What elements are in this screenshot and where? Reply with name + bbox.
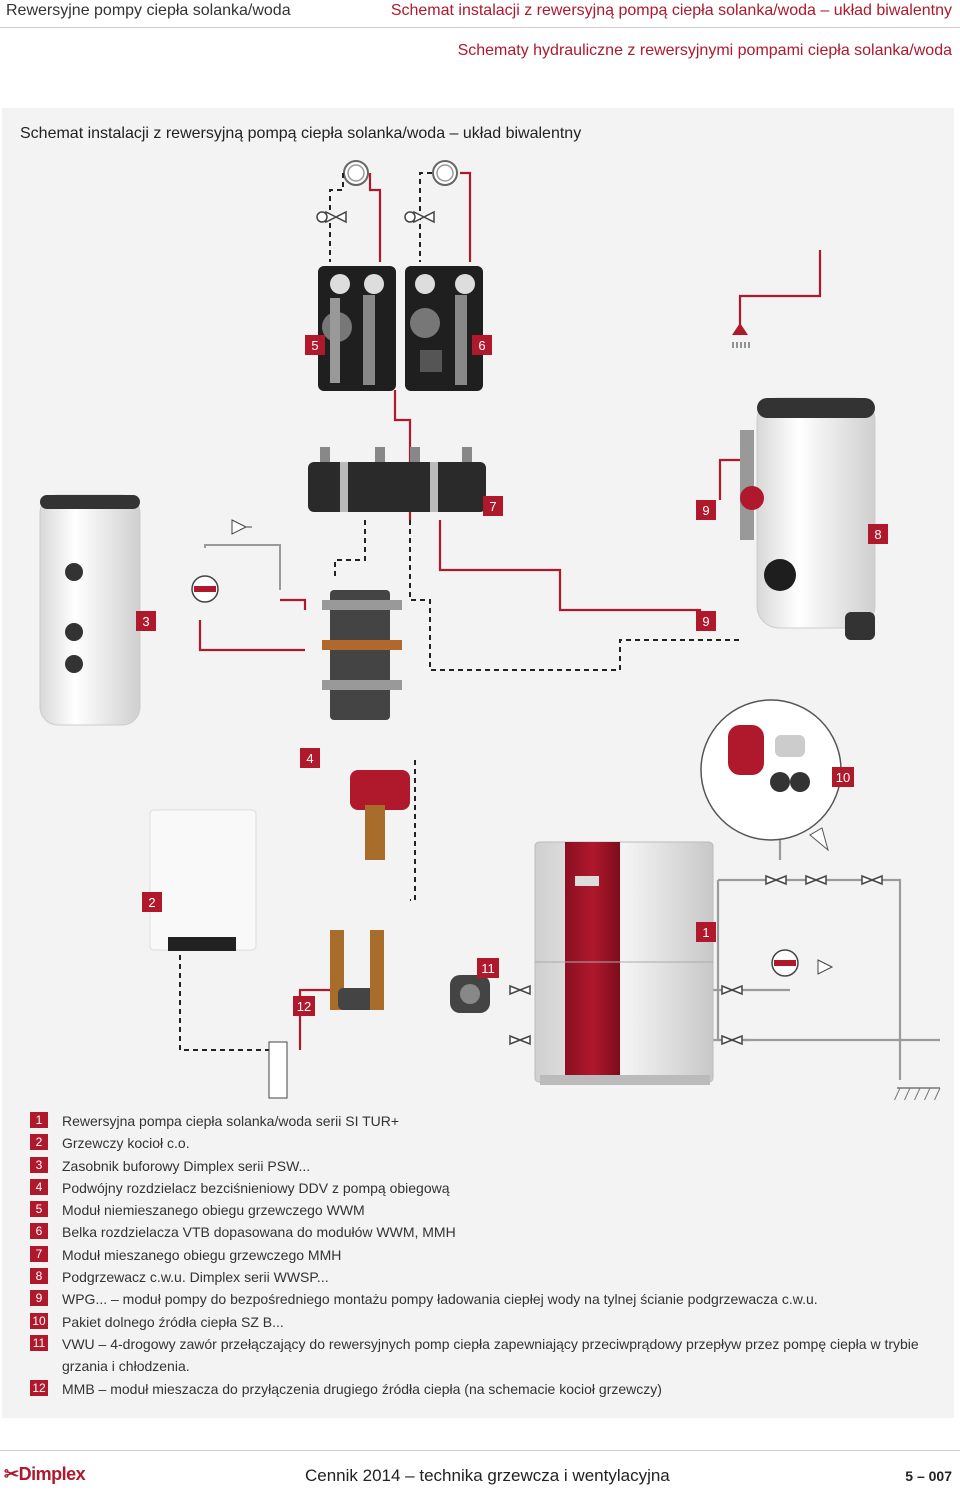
header-page-title: Schemat instalacji z rewersyjną pompą ci… xyxy=(390,2,952,19)
legend-item: 12 MMB – moduł mieszacza do przyłączenia … xyxy=(30,1378,930,1400)
diagram-title: Schemat instalacji z rewersyjną pompą ci… xyxy=(20,125,582,142)
legend-text: Pakiet dolnego źródła ciepła SZ B... xyxy=(62,1313,284,1330)
buffer-tank-psw xyxy=(39,494,141,726)
legend-text: MMB – moduł mieszacza do przyłączenia dr… xyxy=(62,1380,662,1397)
legend-text: VWU – 4-drogowy zawór przełączający do r… xyxy=(62,1335,919,1374)
tag-5-label: 5 xyxy=(311,338,318,353)
supply-pipes xyxy=(198,171,822,1050)
header-divider xyxy=(0,27,960,28)
shutoff-valve-icons xyxy=(316,210,435,224)
legend-text: Moduł mieszanego obiegu grzewczego MMH xyxy=(62,1246,342,1263)
legend-number: 4 xyxy=(30,1178,48,1195)
tag-7-label: 7 xyxy=(489,499,496,514)
legend-number: 1 xyxy=(30,1112,48,1128)
tag-12-label: 12 xyxy=(297,999,311,1014)
header-section-title: Rewersyjne pompy ciepła solanka/woda xyxy=(6,2,291,19)
flow-switch xyxy=(268,1041,288,1099)
header-subtitle: Schematy hydrauliczne z rewersyjnymi pom… xyxy=(457,42,952,59)
dhw-tank-wwsp xyxy=(740,397,876,640)
legend-item: 9 WPG... – moduł pompy do bezpośredniego … xyxy=(30,1288,930,1310)
tag-9a xyxy=(696,500,716,520)
legend-number: 6 xyxy=(30,1223,48,1240)
tag-2 xyxy=(142,892,162,912)
legend-number: 2 xyxy=(30,1134,48,1151)
tag-9a-label: 9 xyxy=(702,503,709,518)
heating-circuit-symbols xyxy=(343,160,458,186)
return-pipes xyxy=(179,172,740,1051)
tag-4 xyxy=(300,748,320,768)
mixer-module-mmb xyxy=(330,930,384,1010)
logo-mark-icon: ✂ xyxy=(4,1464,19,1484)
tag-3-label: 3 xyxy=(142,614,149,629)
legend-text: Belka rozdzielacza VTB dopasowana do mod… xyxy=(62,1224,456,1241)
heat-pump-si-tur xyxy=(534,841,714,1085)
legend-text: WPG... – moduł pompy do bezpośredniego m… xyxy=(62,1291,818,1308)
tag-8 xyxy=(868,524,888,544)
legend-item: 10 Pakiet dolnego źródła ciepła SZ B... xyxy=(30,1311,930,1333)
tag-9b-label: 9 xyxy=(702,614,709,629)
legend-number: 7 xyxy=(30,1245,48,1262)
legend-text: Podgrzewacz c.w.u. Dimplex serii WWSP... xyxy=(62,1269,329,1286)
heating-module-mmh xyxy=(405,266,483,391)
legend-text: Rewersyjna pompa ciepła solanka/woda ser… xyxy=(62,1113,400,1129)
tag-10-label: 10 xyxy=(836,770,850,785)
tag-12 xyxy=(293,996,315,1016)
legend-text: Grzewczy kocioł c.o. xyxy=(62,1135,190,1152)
legend-text: Zasobnik buforowy Dimplex serii PSW... xyxy=(62,1157,311,1174)
tag-11-label: 11 xyxy=(481,961,495,976)
legend: 1 Rewersyjna pompa ciepła solanka/woda se… xyxy=(30,1110,930,1400)
page-number: 5 – 007 xyxy=(905,1468,952,1484)
legend-item: 3 Zasobnik buforowy Dimplex serii PSW... xyxy=(30,1155,930,1177)
tag-3 xyxy=(136,611,156,631)
footer-divider xyxy=(0,1450,960,1451)
legend-text: Podwójny rozdzielacz bezciśnieniowy DDV … xyxy=(62,1179,450,1196)
diagram-number-tags: 5 6 7 9 8 3 9 4 10 2 1 11 12 xyxy=(136,335,888,1016)
safety-line xyxy=(204,544,281,590)
tag-5 xyxy=(305,335,325,355)
tag-8-label: 8 xyxy=(874,527,881,542)
legend-number: 10 xyxy=(30,1312,48,1329)
legend-number: 8 xyxy=(30,1268,48,1285)
tag-11 xyxy=(477,958,499,978)
tag-6-label: 6 xyxy=(478,338,485,353)
tag-1-label: 1 xyxy=(702,925,709,940)
tag-2-label: 2 xyxy=(148,895,155,910)
legend-number: 12 xyxy=(30,1379,48,1396)
dimplex-logo: ✂Dimplex xyxy=(4,1464,86,1485)
logo-text: Dimplex xyxy=(18,1464,86,1484)
gas-boiler xyxy=(149,809,257,951)
legend-text: Moduł niemieszanego obiegu grzewczego WW… xyxy=(62,1202,365,1219)
legend-number: 3 xyxy=(30,1156,48,1173)
brine-valve-icons xyxy=(509,874,883,1046)
expansion-vessel-icons xyxy=(191,519,834,977)
tag-7 xyxy=(483,496,503,516)
heating-module-wwm xyxy=(318,266,396,391)
four-way-valve-vwu xyxy=(450,975,490,1013)
legend-number: 9 xyxy=(30,1290,48,1307)
tag-10 xyxy=(832,767,854,787)
tag-4-label: 4 xyxy=(306,751,313,766)
legend-item: 7 Moduł mieszanego obiegu grzewczego MMH xyxy=(30,1244,930,1266)
legend-number: 5 xyxy=(30,1201,48,1218)
tag-6 xyxy=(472,335,492,355)
legend-item: 1 Rewersyjna pompa ciepła solanka/woda se… xyxy=(30,1110,930,1132)
legend-item: 5 Moduł niemieszanego obiegu grzewczego W… xyxy=(30,1199,930,1221)
legend-item: 4 Podwójny rozdzielacz bezciśnieniowy DDV… xyxy=(30,1177,930,1199)
legend-number: 11 xyxy=(30,1334,48,1351)
legend-item: 2 Grzewczy kocioł c.o. xyxy=(30,1132,930,1154)
legend-item: 11 VWU – 4-drogowy zawór przełączający d… xyxy=(30,1333,930,1378)
distributor-bar-vtb xyxy=(308,447,486,512)
tag-1 xyxy=(696,922,716,942)
shower-icon xyxy=(732,323,750,348)
brine-source-package xyxy=(700,699,842,852)
legend-item: 6 Belka rozdzielacza VTB dopasowana do mo… xyxy=(30,1221,930,1243)
tag-9b xyxy=(696,611,716,631)
double-distributor-ddv xyxy=(322,590,410,860)
ground-collector xyxy=(893,1087,941,1100)
footer-catalog-title: Cennik 2014 – technika grzewcza i wentyl… xyxy=(305,1466,670,1485)
legend-item: 8 Podgrzewacz c.w.u. Dimplex serii WWSP..… xyxy=(30,1266,930,1288)
installation-diagram: 5 6 7 9 8 3 9 4 10 2 1 11 12 xyxy=(39,160,941,1100)
